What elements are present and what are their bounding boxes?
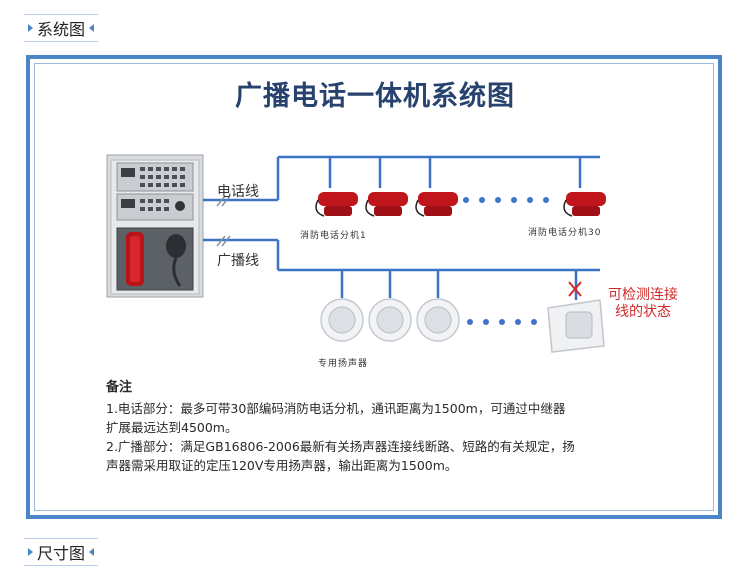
- section-header-dimensions: 尺寸图: [24, 538, 99, 566]
- host-cabinet: [106, 154, 204, 298]
- diagram-title: 广播电话一体机系统图: [235, 81, 515, 112]
- phone-line-label: 电话线: [217, 184, 259, 200]
- note-1-line-2: 扩展最远达到4500m。: [106, 420, 238, 435]
- arrow-left-icon: [89, 548, 95, 556]
- speaker-label: 专用扬声器: [318, 359, 369, 369]
- detect-note: 可检测连接 线的状态: [598, 287, 688, 321]
- detect-note-line2: 线的状态: [615, 304, 671, 320]
- section-title: 尺寸图: [37, 544, 86, 563]
- arrow-right-icon: [28, 548, 33, 556]
- extension-last-label: 消防电话分机30: [528, 228, 602, 238]
- note-2-line-1: 2.广播部分：满足GB16806-2006最新有关扬声器连接线断路、短路的有关规…: [106, 439, 575, 454]
- extension-first-label: 消防电话分机1: [300, 231, 367, 241]
- notes-block: 备注 1.电话部分：最多可带30部编码消防电话分机，通讯距离为1500m，可通过…: [106, 378, 626, 475]
- fire-phone-2: [365, 192, 408, 217]
- broadcast-line: [203, 238, 600, 300]
- fire-phone-30: [563, 192, 606, 217]
- diagram-inner-border: [34, 63, 714, 511]
- detect-note-line1: 可检测连接: [608, 287, 678, 303]
- arrow-left-icon: [89, 24, 95, 32]
- section-title: 系统图: [37, 20, 86, 39]
- phone-line: [203, 155, 600, 202]
- ceiling-speaker-2: [368, 298, 412, 342]
- fire-phone-1: [315, 192, 358, 217]
- ellipsis-phones: [463, 197, 549, 203]
- fire-phone-3: [415, 192, 458, 217]
- ceiling-speaker-1: [320, 298, 364, 342]
- arrow-right-icon: [28, 24, 33, 32]
- cable-marks: [216, 195, 231, 247]
- note-1-line-1: 1.电话部分：最多可带30部编码消防电话分机，通讯距离为1500m，可通过中继器: [106, 401, 566, 416]
- notes-heading: 备注: [106, 380, 133, 395]
- ellipsis-speakers: [467, 319, 537, 325]
- broadcast-line-label: 广播线: [217, 253, 259, 269]
- note-2-line-2: 声器需采用取证的定压120V专用扬声器，输出距离为1500m。: [106, 458, 458, 473]
- ceiling-speaker-3: [416, 298, 460, 342]
- fault-cross-icon: [568, 281, 582, 297]
- section-header-system: 系统图: [24, 14, 99, 42]
- wall-speaker: [547, 299, 605, 353]
